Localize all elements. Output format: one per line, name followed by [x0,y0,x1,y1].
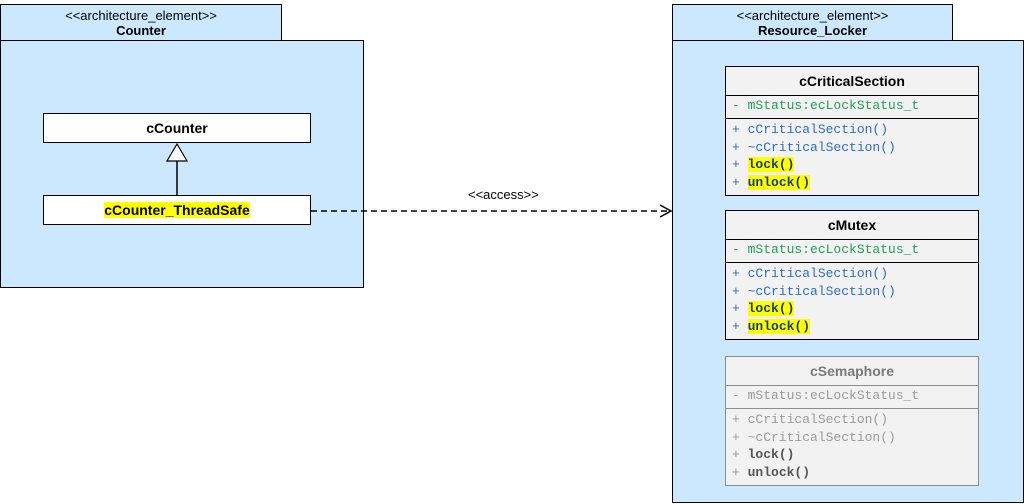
cmutex-class-name: cMutex [726,211,978,240]
csemaphore-attribute: - mStatus:ecLockStatus_t [726,386,978,409]
cmutex-op-destructor: + ~cCriticalSection() [732,283,896,299]
ccriticalsection-class-name: cCriticalSection [726,67,978,96]
ccriticalsection-op-unlock: unlock() [747,174,811,190]
cmutex-op-unlock-row: + unlock() [732,318,811,334]
csemaphore-op-destructor: + ~cCriticalSection() [732,429,896,445]
access-dependency-arrowhead [659,204,673,218]
csemaphore-operations: + cCriticalSection() + ~cCriticalSection… [726,409,978,481]
cmutex-op-constructor: + cCriticalSection() [732,266,889,281]
counter-package-name: Counter [116,23,166,38]
cmutex-attribute: - mStatus:ecLockStatus_t [726,240,978,263]
locker-package-stereotype: <<architecture_element>> [736,8,889,23]
csemaphore-op-lock-row: + lock() [732,447,795,462]
ccounter-class-name: cCounter [146,120,208,136]
ccriticalsection-op-unlock-row: + unlock() [732,174,811,190]
cmutex-op-lock-row: + lock() [732,301,795,316]
ccriticalsection-op-lock: lock() [747,157,795,172]
csemaphore-class[interactable]: cSemaphore - mStatus:ecLockStatus_t + cC… [725,356,979,486]
ccriticalsection-operations: + cCriticalSection() + ~cCriticalSection… [726,119,978,191]
ccounter-class[interactable]: cCounter [43,113,311,143]
generalization-arrowhead [165,142,189,162]
cmutex-op-unlock: unlock() [747,318,811,334]
locker-package-name: Resource_Locker [757,23,868,38]
cmutex-op-lock: lock() [747,301,795,316]
locker-package-tab: <<architecture_element>> Resource_Locker [672,4,953,41]
counter-package-body [0,40,364,288]
csemaphore-class-name: cSemaphore [726,357,978,386]
ccriticalsection-op-constructor: + cCriticalSection() [732,122,889,137]
ccriticalsection-op-lock-row: + lock() [732,157,795,172]
ccriticalsection-op-destructor: + ~cCriticalSection() [732,139,896,155]
cmutex-class[interactable]: cMutex - mStatus:ecLockStatus_t + cCriti… [725,210,979,340]
csemaphore-op-unlock-row: + unlock() [732,464,811,480]
csemaphore-op-lock: lock() [747,447,795,462]
ccriticalsection-attribute: - mStatus:ecLockStatus_t [726,96,978,119]
ccriticalsection-class[interactable]: cCriticalSection - mStatus:ecLockStatus_… [725,66,979,196]
csemaphore-op-constructor: + cCriticalSection() [732,412,889,427]
ccounter-threadsafe-class-name: cCounter_ThreadSafe [104,202,250,218]
counter-package-stereotype: <<architecture_element>> [65,8,217,23]
counter-package-tab: <<architecture_element>> Counter [0,4,282,41]
csemaphore-op-unlock: unlock() [747,464,811,480]
ccounter-threadsafe-class[interactable]: cCounter_ThreadSafe [43,195,311,225]
access-dependency-label: <<access>> [468,187,539,202]
cmutex-operations: + cCriticalSection() + ~cCriticalSection… [726,263,978,335]
